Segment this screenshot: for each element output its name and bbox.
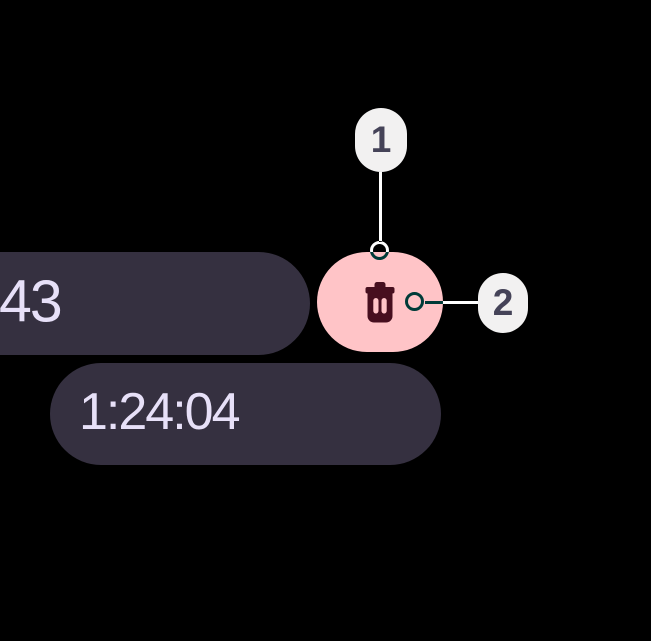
callout-1-connector-line [379,172,382,242]
trash-icon [365,281,395,323]
callout-badge-2: 2 [478,273,528,333]
timer-chip-1: 43 [0,252,310,355]
delete-timer-button[interactable] [317,252,443,352]
timer-remaining-text-1: 43 [0,267,63,334]
callout-2-label: 2 [492,282,514,323]
timer-chip-2: 1:24:04 [50,363,441,465]
timer-remaining-text-2: 1:24:04 [79,383,240,442]
callout-badge-1: 1 [355,108,407,172]
callout-1-label: 1 [370,119,392,160]
